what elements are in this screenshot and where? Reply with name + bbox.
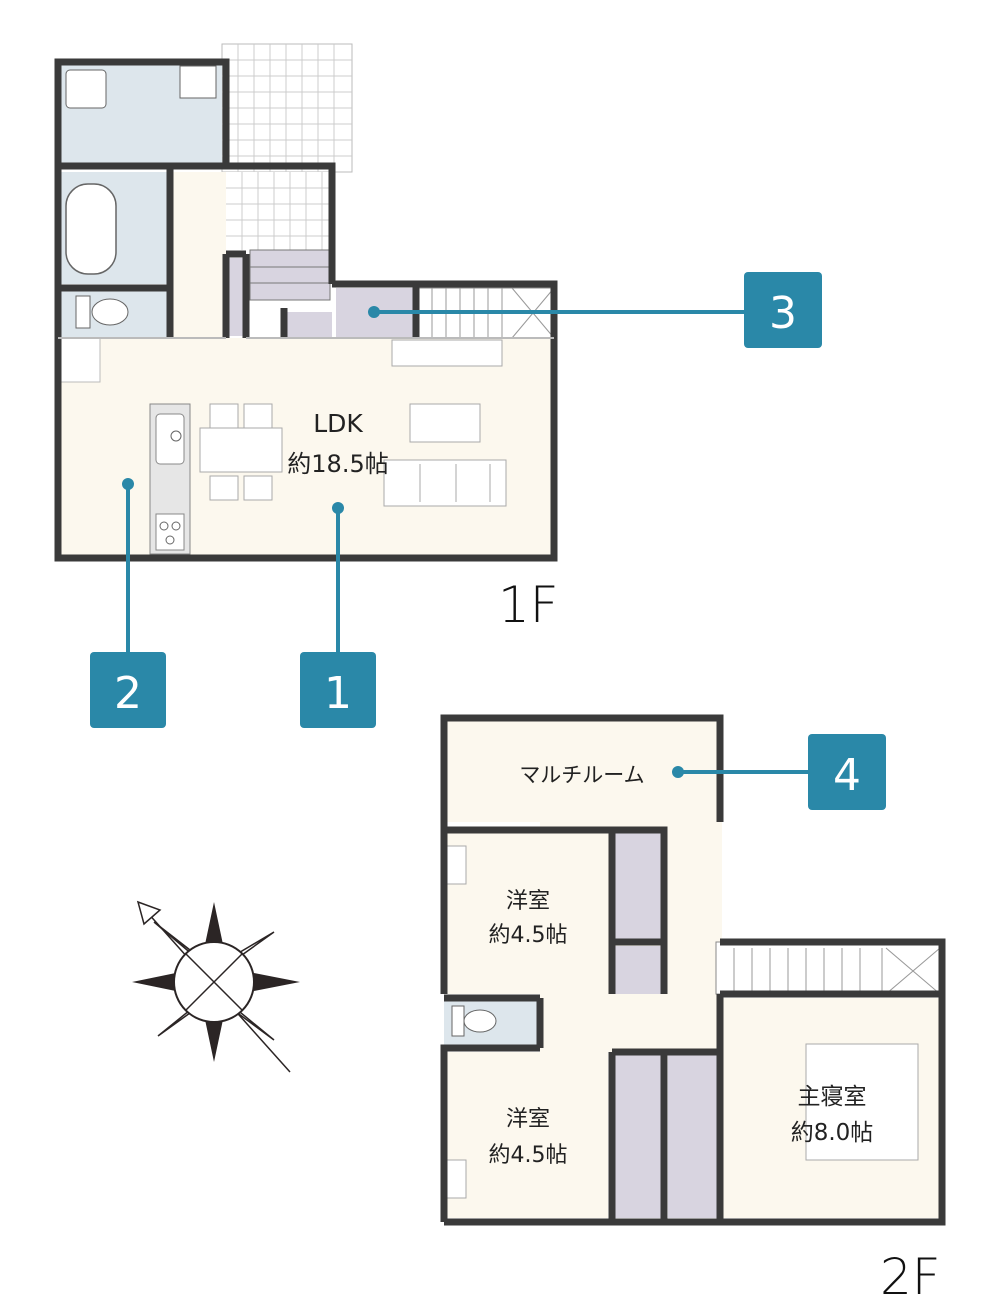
walls-2f <box>440 714 946 1226</box>
washing-machine-icon <box>65 69 107 109</box>
terrace <box>221 43 353 173</box>
walls-1f <box>54 58 558 562</box>
closet-middle <box>612 946 664 994</box>
tv-board-icon <box>391 339 503 367</box>
stairs-2f <box>715 941 943 995</box>
stove-icon <box>155 513 185 551</box>
ldk-size: 約18.5帖 <box>287 450 388 478</box>
room-upper-size: 約4.5帖 <box>489 923 568 948</box>
western-room-lower <box>444 1052 608 1218</box>
room-upper-name: 洋室 <box>506 889 550 914</box>
multiroom-label: マルチルーム <box>519 763 644 787</box>
closet-lower-left <box>612 1052 664 1218</box>
desk-icon <box>445 1159 467 1199</box>
storage-1f-a <box>226 258 246 336</box>
closet-upper <box>612 830 664 942</box>
marker-1-number: 1 <box>324 668 352 719</box>
bathtub-icon <box>65 183 117 275</box>
hallway-1f <box>170 172 226 338</box>
marker-2-number: 2 <box>114 668 142 719</box>
storage-1f-b <box>284 312 332 338</box>
bed-icon <box>805 1043 919 1161</box>
sink-icon <box>155 413 185 465</box>
marker-1[interactable]: 1 <box>300 502 376 728</box>
floor-1-label: 1F <box>498 576 559 634</box>
desk-icon <box>445 845 467 885</box>
washbasin-icon <box>179 65 217 99</box>
toilet-icon <box>75 295 129 329</box>
ldk-room <box>58 338 554 558</box>
toilet-icon <box>451 1005 497 1037</box>
compass-icon <box>132 900 300 1073</box>
marker-3[interactable]: 3 <box>368 272 822 348</box>
sofa-icon <box>383 459 507 507</box>
floor-2-plan: マルチルーム 洋室 約4.5帖 洋室 約4.5帖 主寝室 約8.0帖 2F <box>440 714 946 1306</box>
room-lower-name: 洋室 <box>506 1107 550 1132</box>
floor-2-label: 2F <box>880 1248 941 1306</box>
fridge-icon <box>57 337 101 383</box>
closet-lower-right <box>668 1052 720 1218</box>
ldk-label: LDK <box>313 409 363 438</box>
marker-4[interactable]: 4 <box>672 734 886 810</box>
table-icon <box>409 403 481 443</box>
marker-4-number: 4 <box>833 750 861 801</box>
dining-table-icon <box>199 403 283 501</box>
floor-1-plan: LDK 約18.5帖 1F <box>54 43 559 634</box>
entrance-floor <box>226 172 332 250</box>
master-size: 約8.0帖 <box>791 1120 874 1146</box>
room-lower-size: 約4.5帖 <box>489 1143 568 1168</box>
master-name: 主寝室 <box>798 1084 867 1110</box>
marker-2[interactable]: 2 <box>90 478 166 728</box>
entry-step <box>249 249 331 301</box>
marker-3-number: 3 <box>769 288 797 339</box>
